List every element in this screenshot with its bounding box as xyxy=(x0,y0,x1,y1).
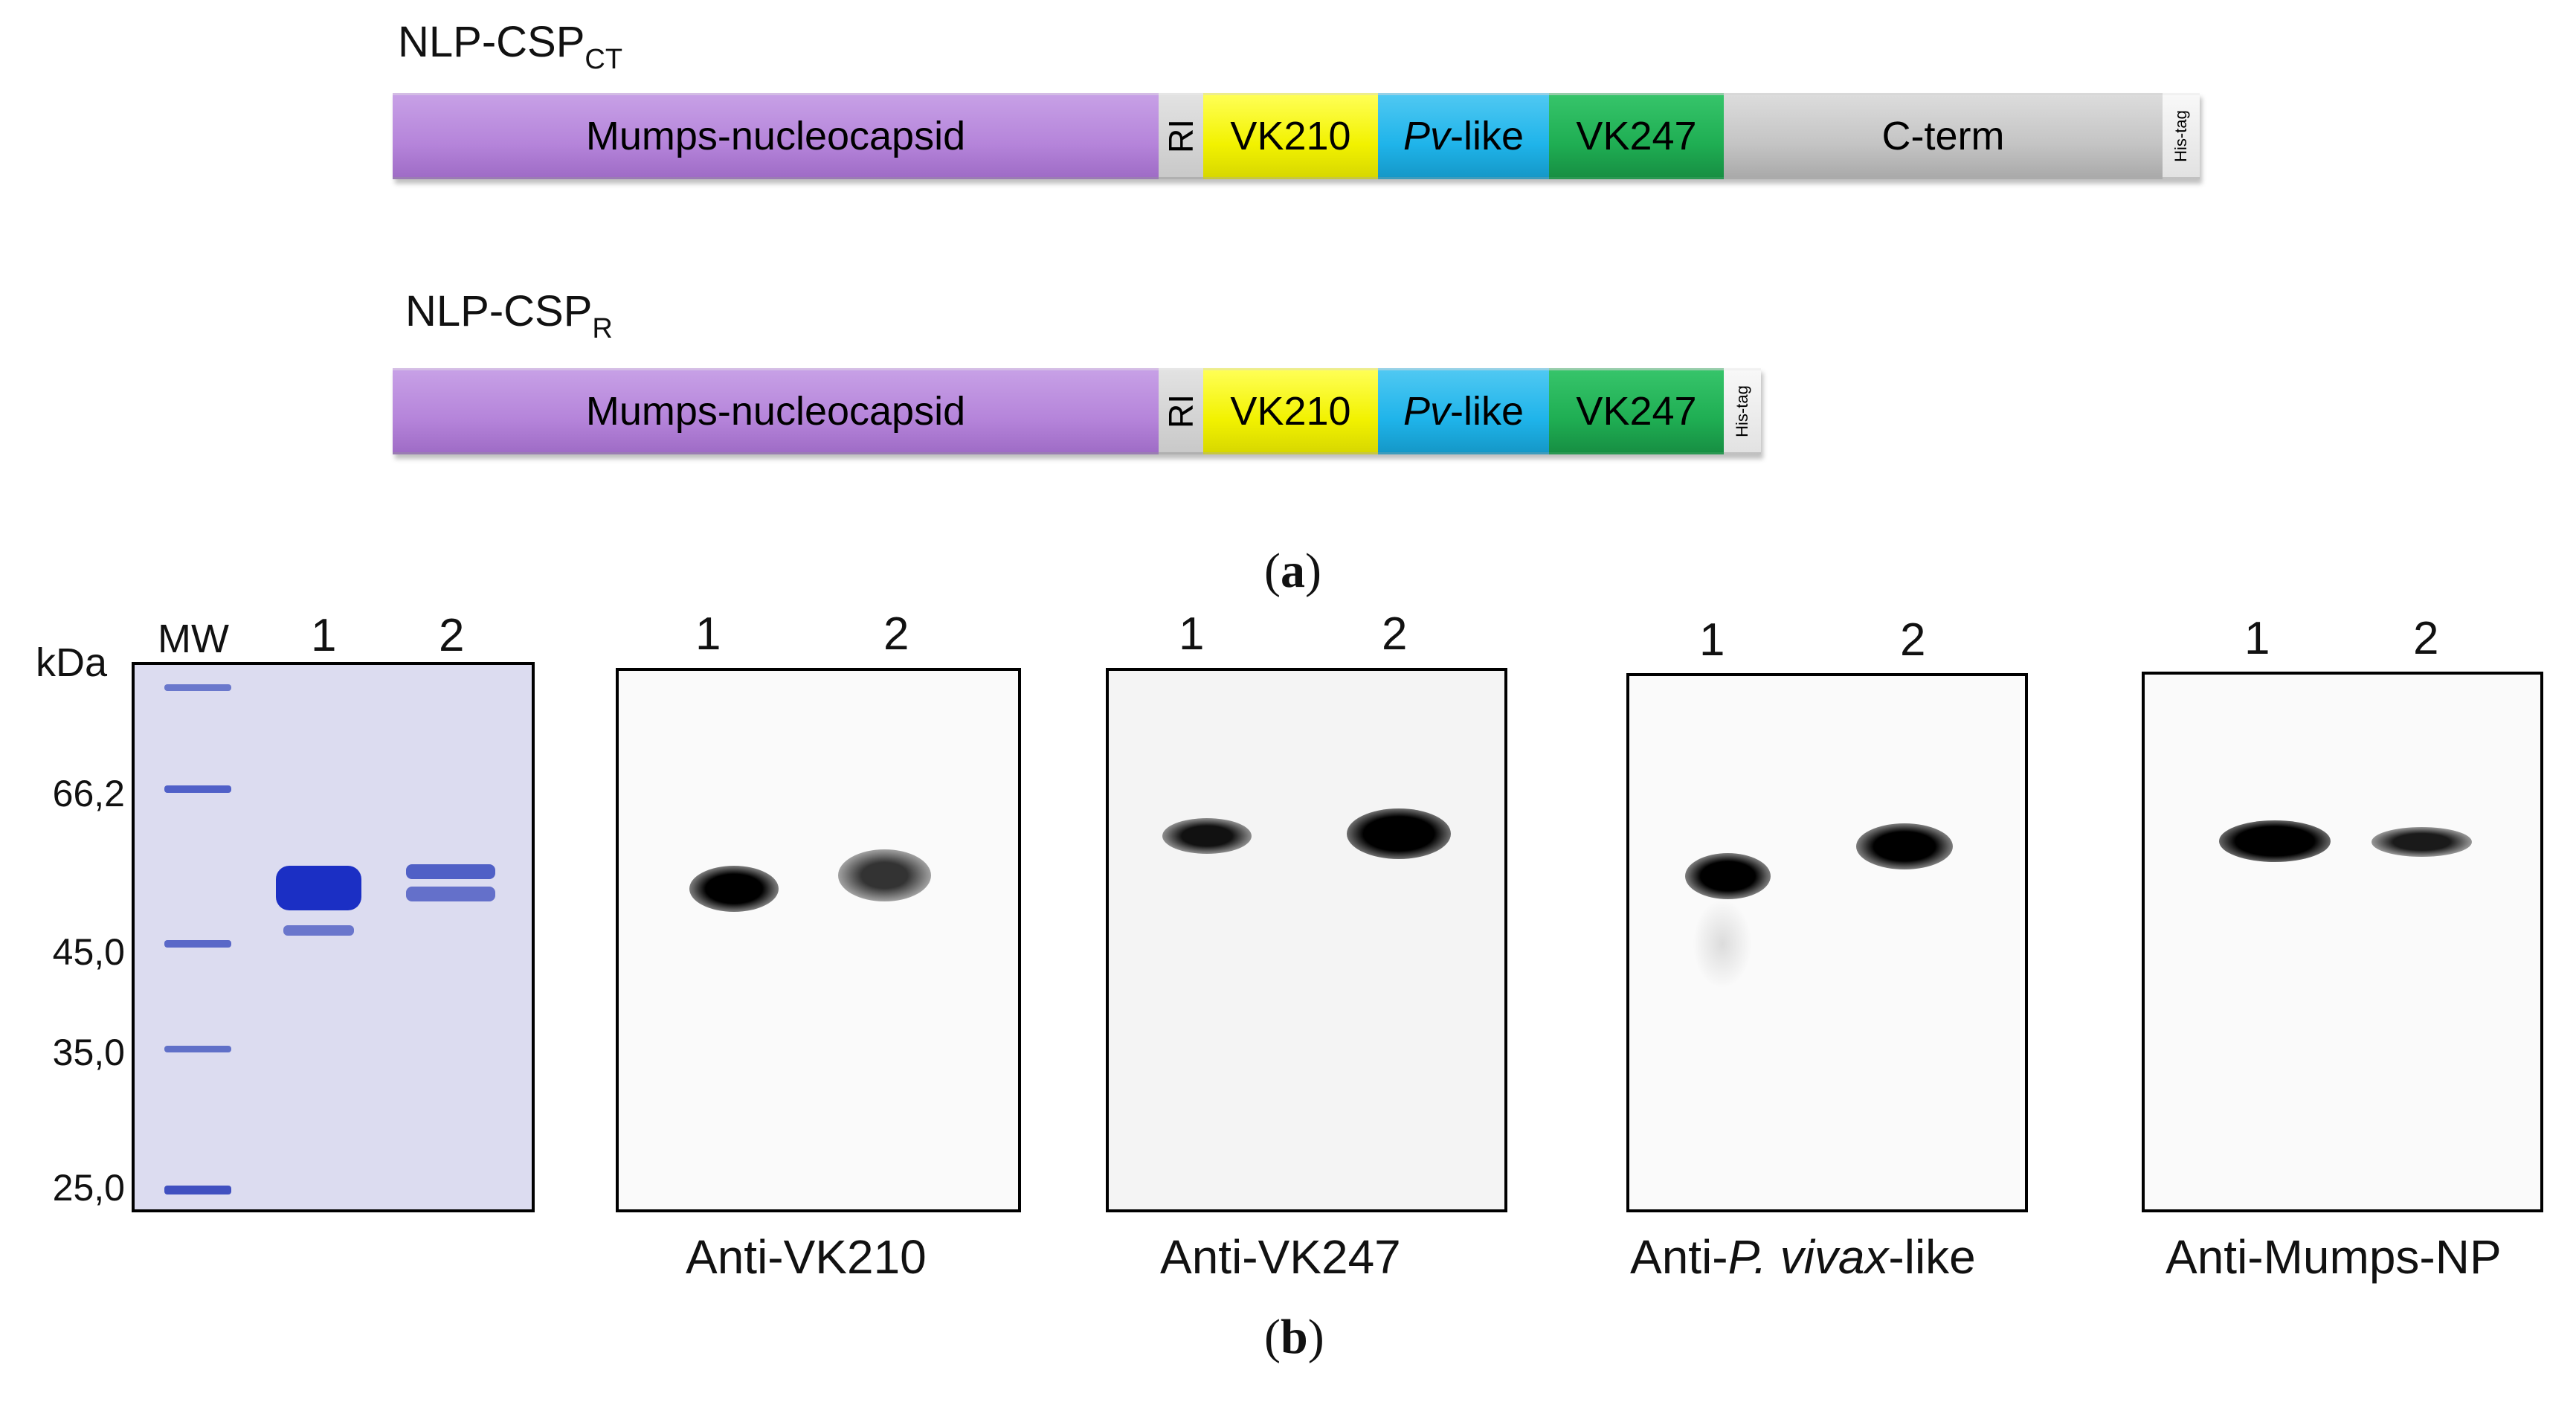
mw-band-top xyxy=(164,684,231,691)
marker-label-66: 66,2 xyxy=(52,773,125,814)
blot-anti-vk247 xyxy=(1106,668,1507,1212)
segment-pv-like: Pv-like xyxy=(1378,368,1549,454)
blot4-band-lane2 xyxy=(2371,827,2472,857)
segment-his-tag: His-tag xyxy=(1724,368,1761,454)
blot3-band-lane2 xyxy=(1856,823,1953,869)
mw-band-35 xyxy=(164,1046,231,1052)
segment-pv-like: Pv-like xyxy=(1378,93,1549,179)
lane1-main-band xyxy=(276,866,361,910)
coomassie-gel xyxy=(132,662,535,1212)
blot-anti-p-vivax-like xyxy=(1626,673,2028,1212)
blot3-band-lane1 xyxy=(1685,853,1771,899)
blot3-lane-label-1: 1 xyxy=(1699,614,1725,666)
blot2-lane-label-2: 2 xyxy=(1382,608,1408,660)
blot-anti-mumps-np xyxy=(2142,672,2543,1212)
marker-label-35: 35,0 xyxy=(52,1032,125,1073)
panel-label-b: (b) xyxy=(1264,1310,1324,1364)
blot1-lane-label-2: 2 xyxy=(883,608,909,660)
marker-label-45: 45,0 xyxy=(52,931,125,973)
blot4-band-lane1 xyxy=(2219,820,2331,862)
blot2-band-lane2 xyxy=(1347,808,1451,859)
caption-anti-vk210: Anti-VK210 xyxy=(686,1230,927,1284)
mw-band-45 xyxy=(164,940,231,948)
segment-ri: RI xyxy=(1159,93,1203,179)
construct-title-ct: NLP-CSPCT xyxy=(398,18,623,75)
caption-anti-mumps-np: Anti-Mumps-NP xyxy=(2166,1230,2502,1284)
segment-vk247: VK247 xyxy=(1549,93,1724,179)
blot1-band-lane1 xyxy=(689,866,779,912)
caption-anti-p-vivax-like: Anti-P. vivax-like xyxy=(1630,1230,1976,1284)
lane2-band-upper xyxy=(406,864,495,879)
construct-title-r: NLP-CSPR xyxy=(405,287,613,344)
gel-lane-label-1: 1 xyxy=(311,610,337,661)
segment-c-term: C-term xyxy=(1724,93,2163,179)
lane2-band-lower xyxy=(406,887,495,901)
kda-label: kDa xyxy=(36,640,108,685)
segment-vk210: VK210 xyxy=(1203,93,1378,179)
blot1-lane-label-1: 1 xyxy=(695,608,721,660)
segment-vk210: VK210 xyxy=(1203,368,1378,454)
marker-label-25: 25,0 xyxy=(52,1167,125,1209)
blot2-lane-label-1: 1 xyxy=(1179,608,1205,660)
segment-mumps-nucleocapsid: Mumps-nucleocapsid xyxy=(393,93,1159,179)
blot4-lane-label-1: 1 xyxy=(2244,613,2270,664)
panel-label-a: (a) xyxy=(1264,544,1321,598)
segment-ri: RI xyxy=(1159,368,1203,454)
caption-anti-vk247: Anti-VK247 xyxy=(1160,1230,1401,1284)
construct-bar-ct: Mumps-nucleocapsid RI VK210 Pv-like VK24… xyxy=(393,93,2200,179)
blot1-band-lane2 xyxy=(838,849,931,901)
mw-band-66 xyxy=(164,785,231,793)
mw-lane-label: MW xyxy=(158,617,229,661)
segment-vk247: VK247 xyxy=(1549,368,1724,454)
segment-his-tag: His-tag xyxy=(2163,93,2200,179)
blot3-lane-label-2: 2 xyxy=(1900,614,1926,666)
blot2-band-lane1 xyxy=(1162,818,1252,854)
blot3-smear-lane1 xyxy=(1693,899,1752,988)
gel-lane-label-2: 2 xyxy=(439,610,465,661)
segment-mumps-nucleocapsid: Mumps-nucleocapsid xyxy=(393,368,1159,454)
blot4-lane-label-2: 2 xyxy=(2413,613,2439,664)
mw-band-25 xyxy=(164,1186,231,1194)
construct-bar-r: Mumps-nucleocapsid RI VK210 Pv-like VK24… xyxy=(393,368,1761,454)
lane1-minor-band xyxy=(283,925,354,936)
blot-anti-vk210 xyxy=(616,668,1021,1212)
